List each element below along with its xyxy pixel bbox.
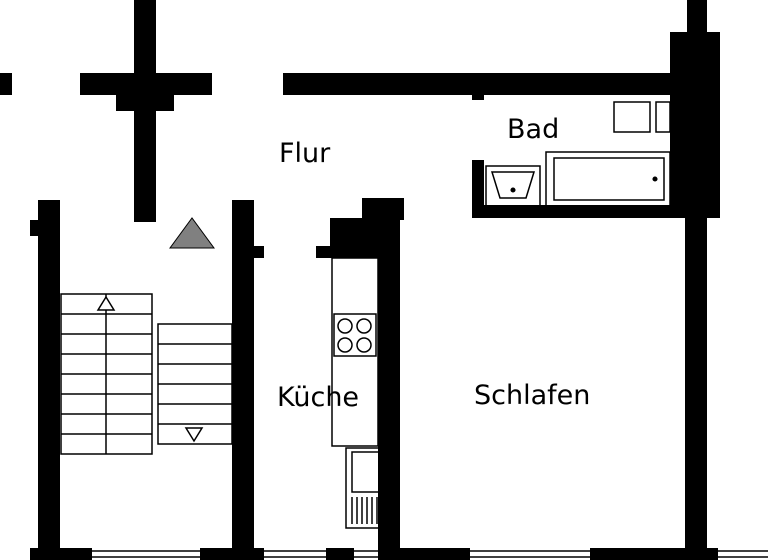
bathroom-shelf [613,101,671,133]
washbasin-icon [485,165,541,207]
wall-right-column-top [687,0,707,40]
wall-top-left-stub [0,73,12,95]
wall-bottom-2 [200,548,264,560]
wall-stair-left-notch [30,220,40,236]
room-label-schlafen: Schlafen [474,380,591,411]
kitchen-counter [331,257,379,447]
walls [0,0,720,560]
wall-right-lower [685,210,707,560]
north-arrow-icon [169,217,215,249]
wall-cross-block [116,95,174,111]
wall-bottom-4 [390,548,470,560]
wall-right-column [670,32,720,218]
stove-icon [333,313,377,357]
sink-icon [345,447,391,529]
wall-stair-right [232,200,254,550]
wall-bad-top-stub [472,82,484,100]
windows [92,550,768,558]
wall-kitchen-top [330,218,380,258]
wall-stair-left [38,200,60,550]
wall-cross-bar [80,73,212,95]
stair-up-arrow-icon [96,295,116,311]
stair-down-arrow-icon [184,427,204,443]
room-label-kueche: Küche [277,382,360,413]
bathtub-icon [545,151,671,207]
wall-bottom-1 [30,548,92,560]
room-label-flur: Flur [279,138,331,169]
wall-stair-right-notch [252,246,264,258]
room-label-bad: Bad [507,114,560,145]
staircase [60,293,233,455]
wall-bottom-3 [326,548,354,560]
wall-bad-bottom [472,205,687,218]
wall-kitchen-top-stub [316,246,332,258]
wall-kitchen-right [378,198,400,560]
wall-bad-left [472,160,484,218]
wall-bottom-5 [590,548,718,560]
